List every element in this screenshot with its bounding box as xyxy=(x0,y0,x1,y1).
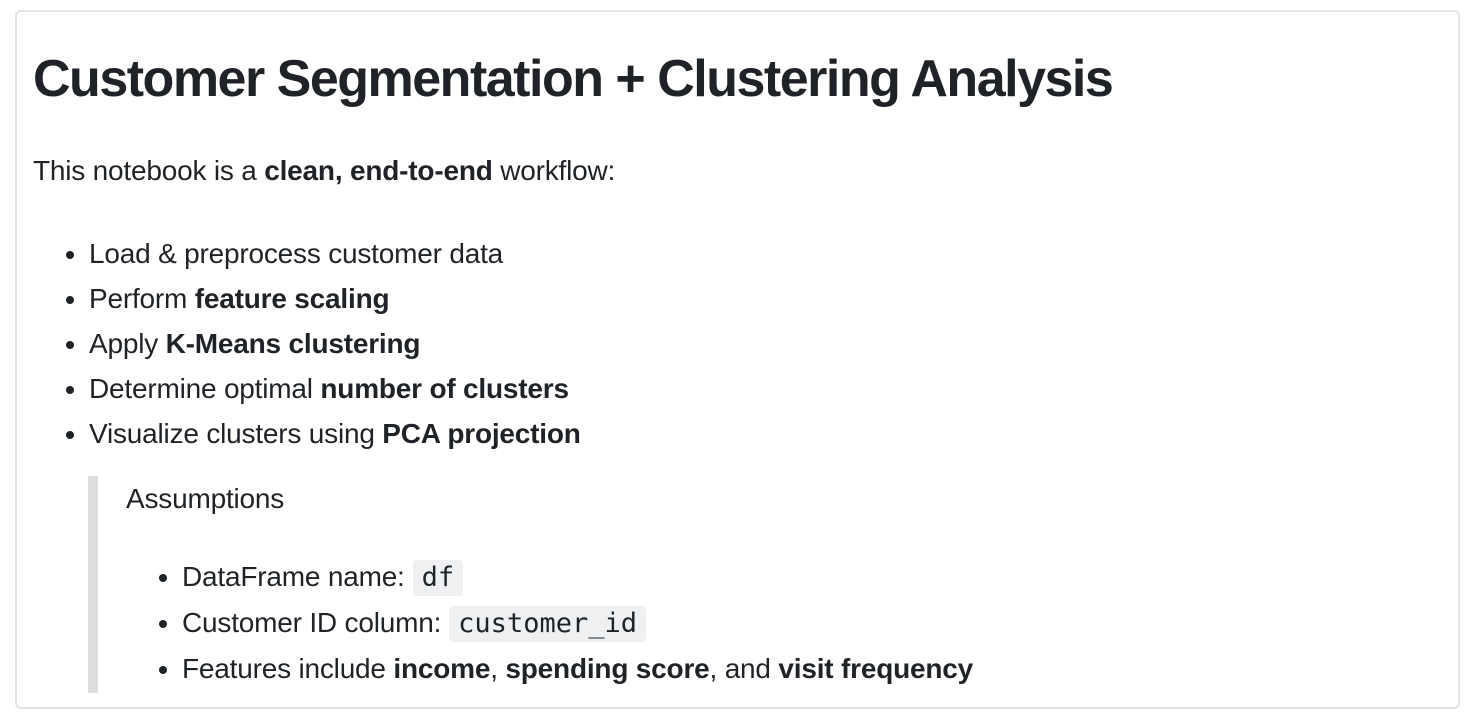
feature-emphasis-spending-score: spending score xyxy=(505,653,710,685)
features-separator: , and xyxy=(709,653,779,685)
workflow-item-emphasis: PCA projection xyxy=(382,418,581,450)
inline-code-df: df xyxy=(412,560,464,597)
workflow-item-optimal-clusters: Determine optimal number of clusters xyxy=(89,366,1438,411)
assumptions-blockquote: Assumptions DataFrame name:df Customer I… xyxy=(88,476,1438,694)
workflow-item-text: Apply xyxy=(89,328,166,360)
features-separator: , xyxy=(490,653,506,685)
intro-text-before: This notebook is a xyxy=(33,155,265,187)
workflow-item-kmeans: Apply K-Means clustering xyxy=(89,321,1438,366)
assumption-item-features: Features include income, spending score,… xyxy=(182,646,1438,691)
workflow-item-feature-scaling: Perform feature scaling xyxy=(89,276,1438,321)
assumptions-title: Assumptions xyxy=(126,483,285,515)
markdown-document-card: Customer Segmentation + Clustering Analy… xyxy=(15,10,1460,709)
intro-emphasis: clean, end-to-end xyxy=(264,155,493,187)
assumption-item-label: Customer ID column: xyxy=(182,607,442,639)
feature-emphasis-visit-frequency: visit frequency xyxy=(778,653,974,685)
workflow-item-text: Perform xyxy=(89,283,195,315)
workflow-item-emphasis: K-Means clustering xyxy=(165,328,421,360)
workflow-item-text: Load & preprocess customer data xyxy=(89,238,504,270)
inline-code-customer-id: customer_id xyxy=(449,606,646,643)
workflow-item-text: Determine optimal xyxy=(89,373,321,405)
intro-paragraph: This notebook is a clean, end-to-end wor… xyxy=(33,148,1438,193)
workflow-list: Load & preprocess customer data Perform … xyxy=(33,231,1438,456)
workflow-item-text: Visualize clusters using xyxy=(89,418,383,450)
workflow-item-pca-visualization: Visualize clusters using PCA projection xyxy=(89,411,1438,456)
features-text: Features include xyxy=(182,653,394,685)
assumption-item-customer-id: Customer ID column:customer_id xyxy=(182,600,1438,646)
assumption-item-dataframe: DataFrame name:df xyxy=(182,554,1438,600)
assumption-item-label: DataFrame name: xyxy=(182,561,405,593)
assumptions-list: DataFrame name:df Customer ID column:cus… xyxy=(126,554,1438,691)
page-title: Customer Segmentation + Clustering Analy… xyxy=(33,50,1114,108)
feature-emphasis-income: income xyxy=(393,653,491,685)
intro-text-after: workflow: xyxy=(492,155,616,187)
workflow-item-emphasis: number of clusters xyxy=(320,373,569,405)
workflow-item-emphasis: feature scaling xyxy=(194,283,390,315)
workflow-item-load-data: Load & preprocess customer data xyxy=(89,231,1438,276)
